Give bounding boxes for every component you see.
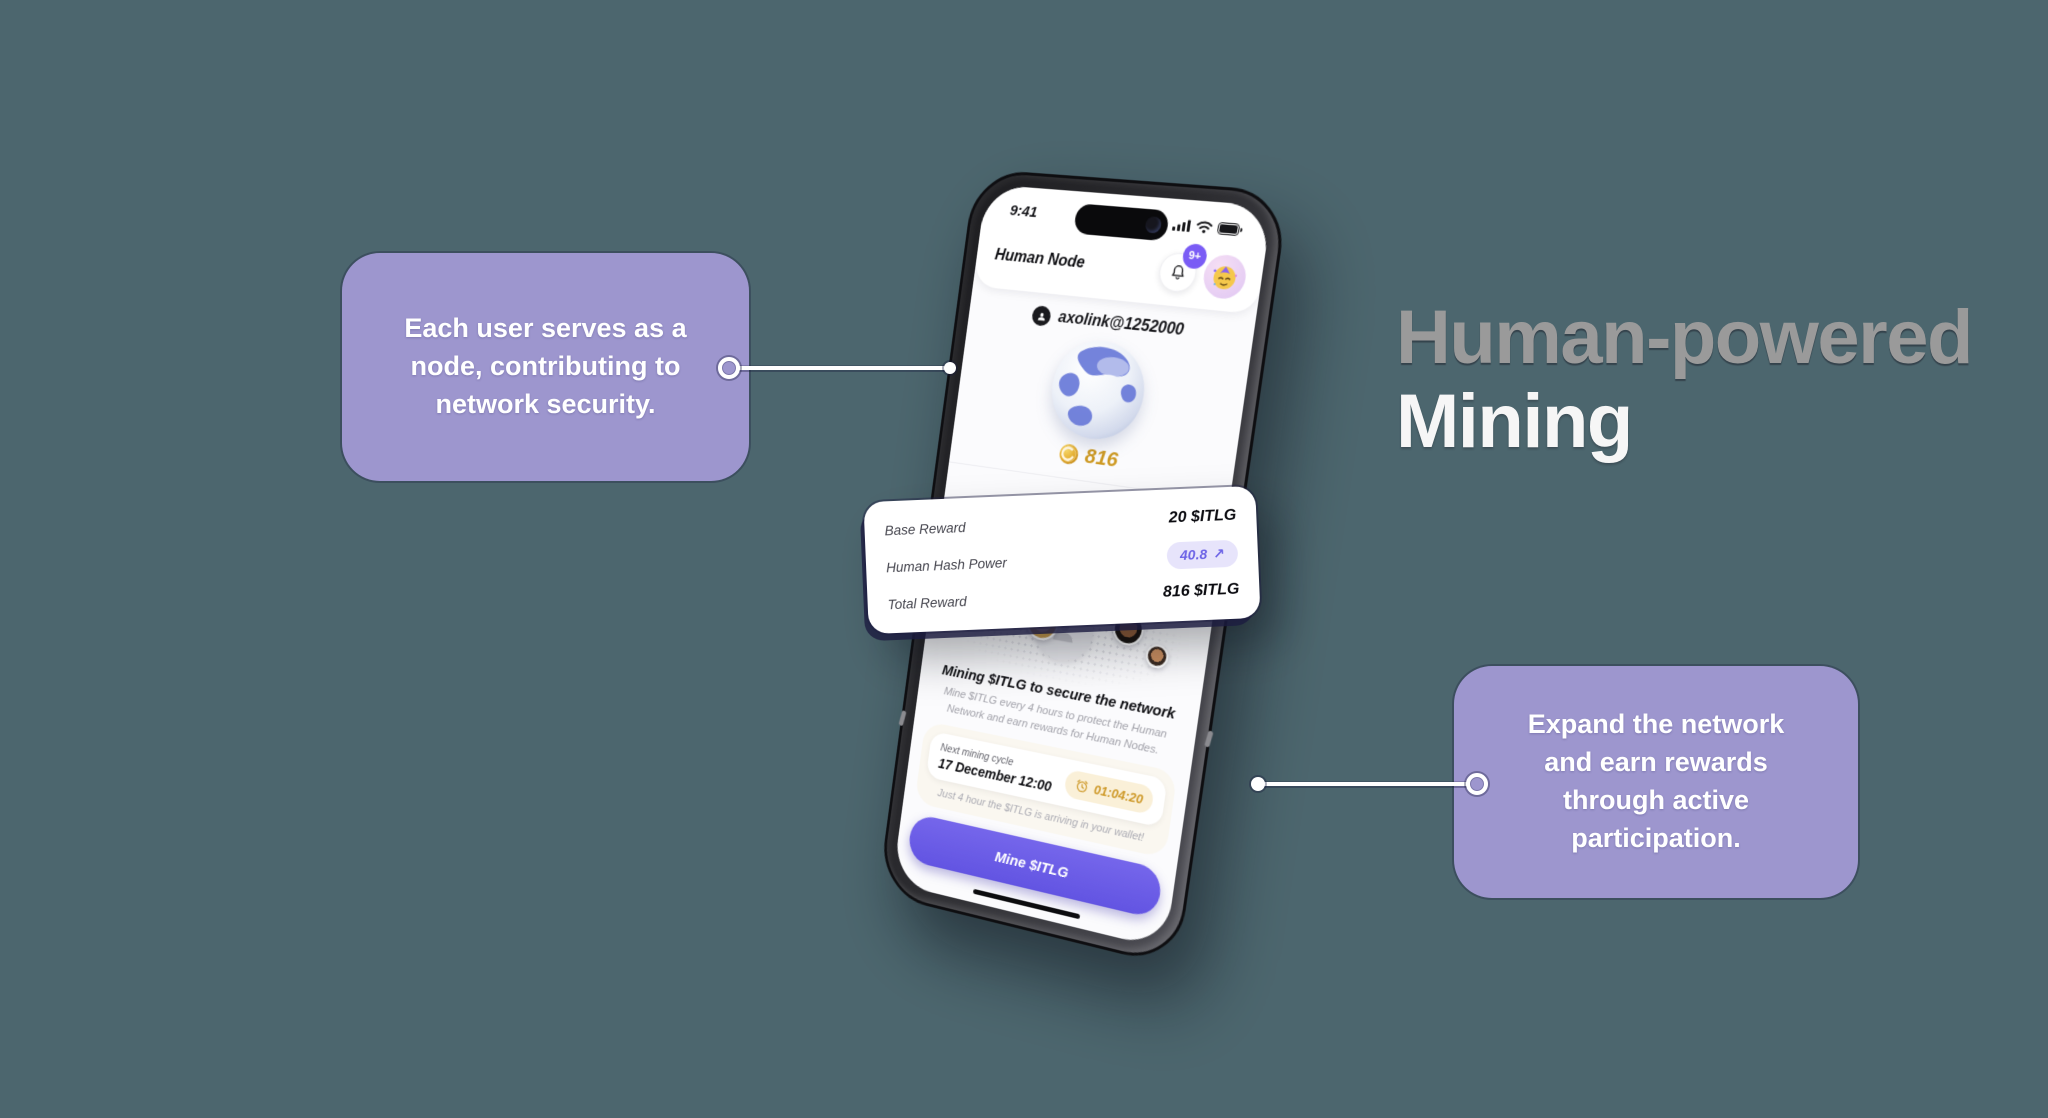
reward-label: Base Reward [884, 519, 966, 538]
phone-mockup: 9:41 [877, 168, 1290, 968]
reward-label: Total Reward [887, 593, 967, 612]
connector-ring-right [1466, 773, 1488, 795]
countdown-chip: 01:04:20 [1063, 769, 1155, 816]
reward-row-hashpower: Human Hash Power 40.8 ↗ [886, 539, 1239, 582]
battery-icon [1217, 221, 1243, 235]
callout-expand-network: Expand the network and earn rewards thro… [1454, 666, 1858, 898]
globe-icon [1045, 336, 1151, 445]
callout-left-text: Each user serves as a node, contributing… [404, 313, 687, 419]
antenna-line [1204, 730, 1214, 748]
trend-up-icon: ↗ [1212, 544, 1226, 562]
status-icons [1172, 218, 1243, 236]
callout-node-security: Each user serves as a node, contributing… [342, 253, 749, 481]
callout-right-text: Expand the network and earn rewards thro… [1527, 709, 1785, 853]
party-emoji-avatar [1212, 265, 1238, 291]
balance-row: 816 [951, 427, 1235, 489]
signal-icon [1172, 219, 1192, 232]
profile-avatar-button[interactable] [1200, 253, 1249, 301]
connector-line-left [739, 366, 948, 370]
heading-line1: Human-powered [1396, 295, 1973, 380]
heading-line2: Mining [1396, 379, 1633, 464]
mine-button-label: Mine $ITLG [993, 848, 1070, 882]
phone-screen: 9:41 [892, 184, 1273, 950]
connector-line-right [1263, 782, 1468, 786]
front-camera [1144, 216, 1163, 234]
wifi-icon [1195, 220, 1213, 233]
reward-label: Human Hash Power [885, 554, 1008, 575]
connector-ring-left [718, 357, 740, 379]
itlg-coin-icon [1058, 442, 1080, 466]
section-heading: Human-powered Mining [1396, 295, 1973, 464]
alarm-clock-icon [1073, 777, 1090, 796]
hash-power-pill: 40.8 ↗ [1166, 539, 1239, 570]
reward-value: 816 $ITLG [1162, 580, 1240, 601]
reward-row-base: Base Reward 20 $ITLG [884, 502, 1237, 545]
hash-power-value: 40.8 [1179, 545, 1208, 564]
app-header: 9:41 [972, 184, 1273, 315]
person-avatar-icon [1031, 305, 1053, 327]
app-title: Human Node [993, 246, 1086, 272]
reward-value: 20 $ITLG [1168, 506, 1237, 527]
reward-row-total: Total Reward 816 $ITLG [887, 576, 1240, 619]
countdown-value: 01:04:20 [1092, 781, 1145, 807]
status-time: 9:41 [1008, 202, 1039, 222]
member-avatar [1144, 642, 1170, 670]
reward-summary-card: Base Reward 20 $ITLG Human Hash Power 40… [863, 485, 1261, 635]
connector-dot-right [1251, 777, 1265, 791]
balance-amount: 816 [1083, 444, 1120, 472]
connector-dot-left [944, 362, 956, 374]
antenna-line [898, 710, 907, 727]
